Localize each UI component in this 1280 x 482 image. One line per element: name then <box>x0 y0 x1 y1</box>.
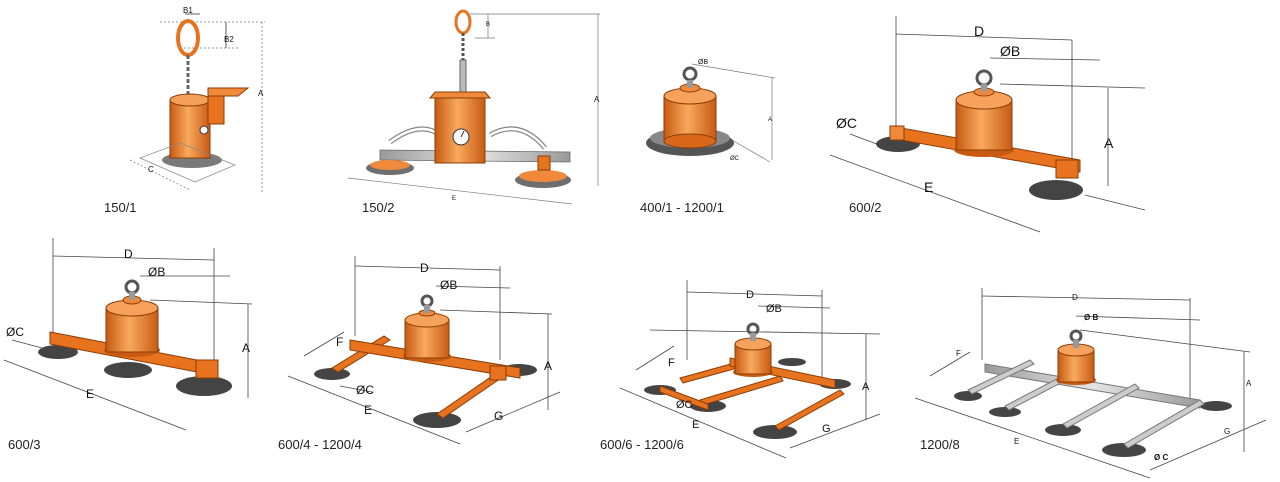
dim-oc-400-1: ØC <box>730 156 740 162</box>
dim-oc-600-3: ØC <box>6 325 24 339</box>
dim-g-600-4: G <box>494 409 503 423</box>
dim-a-600-6: A <box>862 381 870 393</box>
dim-e-600-4: E <box>364 403 372 417</box>
dim-a-150-1: A <box>258 89 264 98</box>
dim-b2-150-1: B2 <box>224 35 234 44</box>
dim-d-600-6: D <box>746 289 754 301</box>
dim-e-600-6: E <box>692 419 699 431</box>
caption-600-6: 600/6 - 1200/6 <box>600 437 684 452</box>
dim-e-600-2: E <box>924 179 933 195</box>
unit-400-1 <box>646 63 776 163</box>
dim-a-400-1: A <box>768 117 772 123</box>
caption-150-1: 150/1 <box>104 200 137 215</box>
dim-a-150-2: A <box>594 95 600 104</box>
unit-600-2 <box>829 16 1146 233</box>
caption-1200-8: 1200/8 <box>920 437 960 452</box>
dim-d-600-4: D <box>420 261 429 275</box>
caption-600-3: 600/3 <box>8 437 41 452</box>
dim-f-600-4: F <box>336 335 343 349</box>
unit-600-4 <box>287 256 561 445</box>
unit-1200-8 <box>914 288 1267 479</box>
dim-ob-600-4: ØB <box>440 278 457 292</box>
caption-600-2: 600/2 <box>849 200 882 215</box>
dim-ob-1200-8: Ø B <box>1084 313 1098 322</box>
dim-a-1200-8: A <box>1246 379 1252 388</box>
dim-d-1200-8: D <box>1072 293 1078 302</box>
dim-ob-600-3: ØB <box>148 265 165 279</box>
unit-150-1 <box>129 13 265 192</box>
dim-d-600-2: D <box>974 23 984 39</box>
dim-a-600-2: A <box>1104 135 1114 151</box>
caption-150-2: 150/2 <box>362 200 395 215</box>
caption-400-1: 400/1 - 1200/1 <box>640 200 724 215</box>
dim-a-600-3: A <box>242 341 250 355</box>
dim-oc-1200-8: Ø C <box>1154 453 1168 462</box>
dim-a-600-4: A <box>544 359 552 373</box>
dim-ob-600-6: ØB <box>766 303 782 315</box>
dim-b1-150-1: B1 <box>183 6 193 15</box>
dim-ob-400-1: ØB <box>698 59 708 66</box>
dim-b-150-2: B <box>486 22 490 28</box>
dim-e-1200-8: E <box>1014 437 1019 446</box>
dim-f-600-6: F <box>668 357 675 369</box>
unit-150-2 <box>347 9 600 205</box>
dim-oc-600-6: ØC <box>676 399 693 411</box>
unit-600-3 <box>3 238 253 431</box>
dim-oc-600-4: ØC <box>356 383 374 397</box>
dim-e-600-3: E <box>86 387 94 401</box>
unit-600-6 <box>619 280 881 459</box>
dim-oc-600-2: ØC <box>836 115 857 131</box>
dim-ob-600-2: ØB <box>1000 43 1020 59</box>
dim-e-150-2: E <box>452 196 456 202</box>
dim-d-600-3: D <box>124 247 133 261</box>
dim-f-1200-8: F <box>956 349 961 358</box>
dim-c-150-1: C <box>148 165 154 174</box>
caption-600-4: 600/4 - 1200/4 <box>278 437 362 452</box>
dim-g-600-6: G <box>822 423 831 435</box>
dim-g-1200-8: G <box>1224 427 1230 436</box>
